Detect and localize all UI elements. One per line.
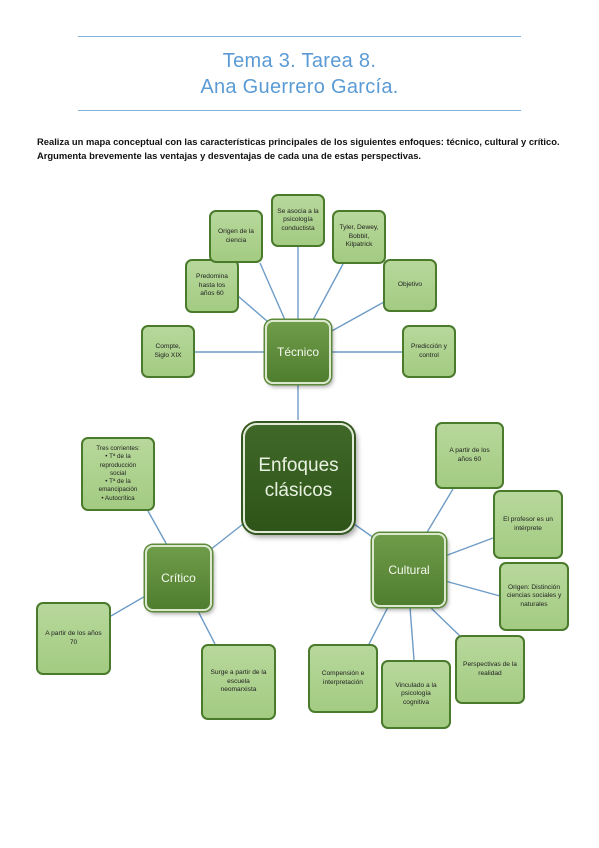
leaf-tecnico-objetivo: Objetivo <box>383 259 437 312</box>
instructions-line-1: Realiza un mapa conceptual con las carac… <box>37 136 560 147</box>
leaf-cultural-interprete: El profesor es un intérprete <box>493 490 563 559</box>
link-cultural-comprension <box>367 606 389 647</box>
link-critico-70 <box>110 594 148 617</box>
link-tecnico-tyler <box>312 263 344 321</box>
leaf-cultural-60: A partir de los años 60 <box>435 422 504 489</box>
leaf-cultural-comprension: Compensión e interpretación <box>308 644 378 713</box>
leaf-critico-corrientes: Tres corrientes: • Tª de la reproducción… <box>81 437 155 511</box>
leaf-cultural-cognitiva: Vinculado a la psicología cognitiva <box>381 660 451 729</box>
top-rule <box>78 36 521 37</box>
leaf-critico-neomarxista: Surge a partir de la escuela neomarxista <box>201 644 276 720</box>
link-cultural-perspectivas <box>429 606 463 639</box>
leaf-tecnico-predomina: Predomina hasta los años 60 <box>185 259 239 313</box>
link-tecnico-origen <box>259 262 286 321</box>
leaf-tecnico-prediccion: Predicción y control <box>402 325 456 378</box>
link-tecnico-objetivo <box>329 301 385 333</box>
hub-tecnico: Técnico <box>265 320 331 384</box>
link-cultural-origen <box>444 580 501 597</box>
leaf-tecnico-origen: Origen de la ciencia <box>209 210 263 263</box>
leaf-tecnico-conductista: Se asocia a la psicología conductista <box>271 194 325 247</box>
hub-critico: Crítico <box>145 545 212 611</box>
link-center-cultural <box>353 523 375 539</box>
leaf-tecnico-tyler: Tyler, Dewey, Bobbit, Kilpatrick <box>332 210 386 264</box>
link-critico-corrientes <box>147 510 168 546</box>
link-center-critico <box>209 523 244 551</box>
link-cultural-interprete <box>444 537 494 557</box>
center-node-enfoques-clasicos: Enfoques clásicos <box>243 423 354 533</box>
instructions: Realiza un mapa conceptual con las carac… <box>37 135 577 163</box>
hub-cultural: Cultural <box>372 533 446 607</box>
leaf-tecnico-compte: Compte, Siglo XIX <box>141 325 195 378</box>
link-cultural-60 <box>425 488 454 535</box>
leaf-cultural-origen: Origen: Distinción ciencias sociales y n… <box>499 562 569 631</box>
bottom-rule <box>78 110 521 111</box>
link-critico-neomarxista <box>197 610 216 645</box>
leaf-critico-70: A partir de los años 70 <box>36 602 111 675</box>
page-title-line-1: Tema 3. Tarea 8. <box>222 50 377 72</box>
link-cultural-cognitiva <box>409 606 415 661</box>
leaf-cultural-perspectivas: Perspectivas de la realidad <box>455 635 525 704</box>
instructions-line-2: Argumenta brevemente las ventajas y desv… <box>37 150 422 161</box>
page-title-line-2: Ana Guerrero García. <box>200 76 399 98</box>
